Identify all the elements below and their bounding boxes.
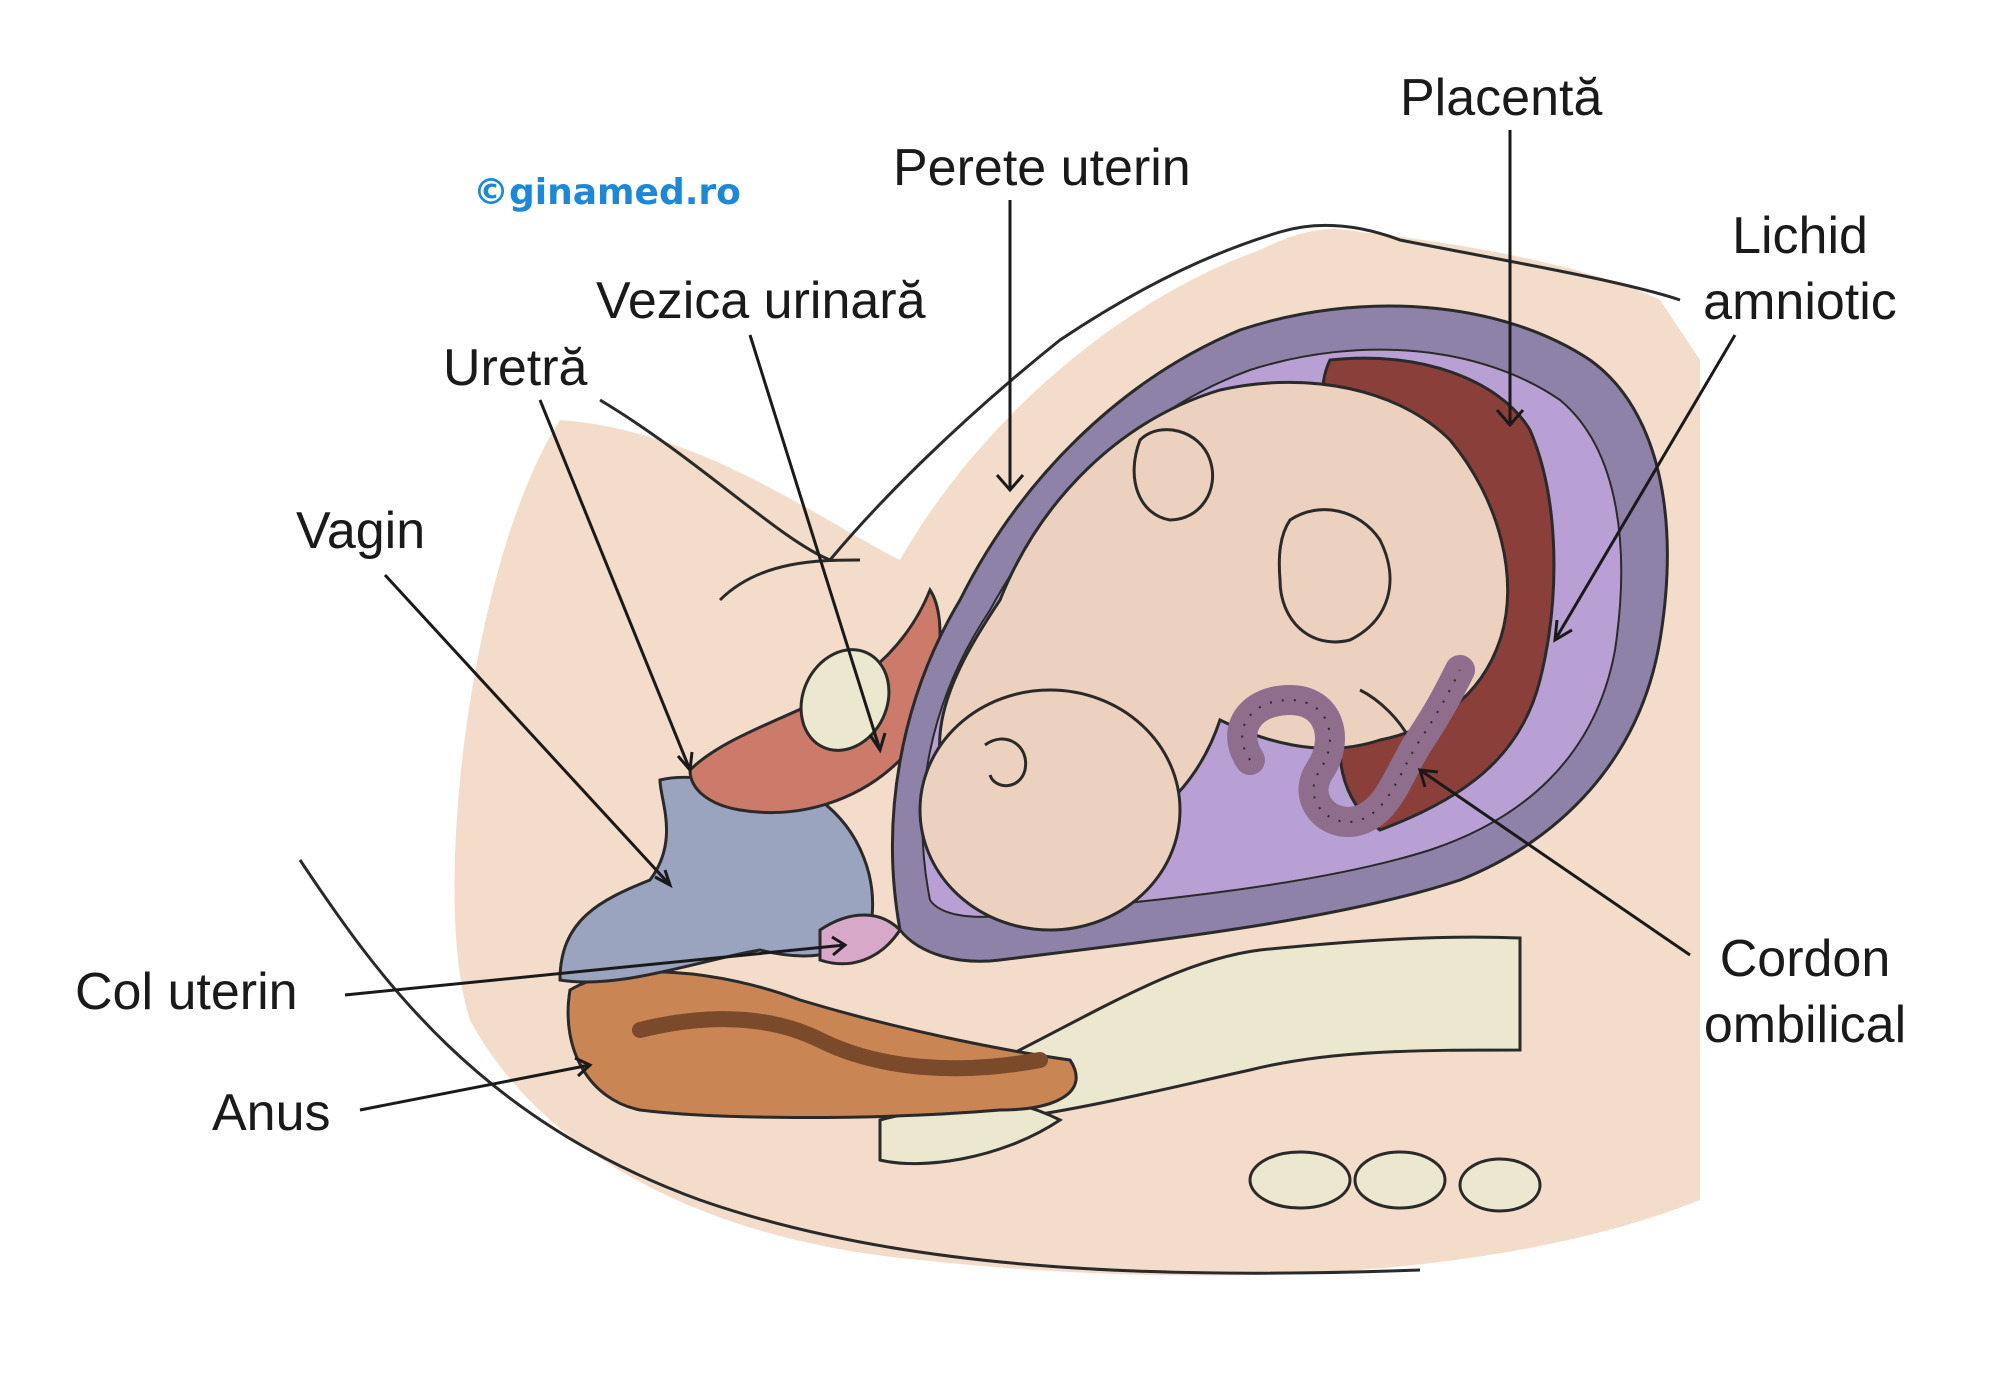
umbilical-cord xyxy=(1227,655,1475,837)
label-placenta: Placentă xyxy=(1400,69,1603,127)
label-lichid-amniotic: Lichid amniotic xyxy=(1680,210,1920,328)
label-cordon-line2: ombilical xyxy=(1703,996,1907,1054)
cervix xyxy=(818,913,902,966)
label-anus: Anus xyxy=(212,1084,331,1142)
fetus-ear xyxy=(984,737,1028,788)
label-uretra: Uretră xyxy=(443,339,588,397)
thigh-outline xyxy=(718,558,861,602)
copyright-watermark: ©ginamed.ro xyxy=(473,172,741,213)
label-lichid-line1: Lichid xyxy=(1732,207,1868,265)
label-lichid-line2: amniotic xyxy=(1703,273,1897,331)
abdomen-outline xyxy=(599,223,1681,562)
rectum-inner xyxy=(632,1011,1048,1077)
label-vagin: Vagin xyxy=(296,502,426,560)
label-cordon-ombilical: Cordon ombilical xyxy=(1680,933,1930,1051)
label-col-uterin: Col uterin xyxy=(75,963,298,1021)
label-cordon-line1: Cordon xyxy=(1719,930,1891,988)
fetus-foot xyxy=(1277,508,1392,644)
pubic-bone xyxy=(799,648,891,752)
spine xyxy=(878,935,1542,1213)
fetus-head xyxy=(918,688,1182,932)
fetus-hand xyxy=(1132,428,1215,522)
leader-lines xyxy=(344,130,1737,1112)
label-perete-uterin: Perete uterin xyxy=(893,139,1191,197)
label-vezica-urinara: Vezica urinară xyxy=(596,272,926,330)
